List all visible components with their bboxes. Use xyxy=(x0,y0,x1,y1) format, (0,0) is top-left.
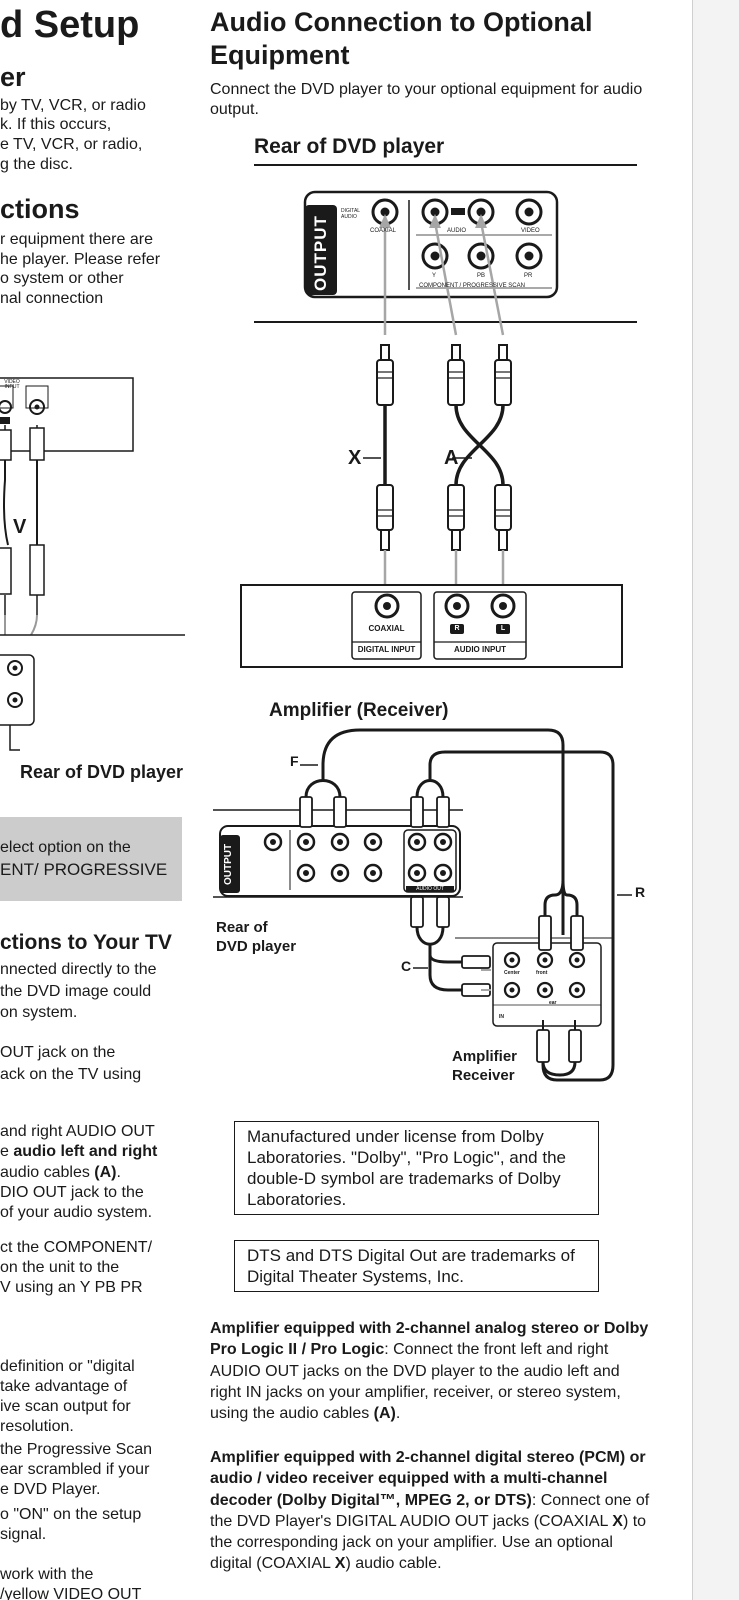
cable-label-r: R xyxy=(635,884,646,900)
left-sec2-line: he player. Please refer xyxy=(0,251,161,268)
r-jack-label: R xyxy=(454,625,460,632)
audio-out-label: AUDIO xyxy=(447,228,467,234)
digital-audio-label: DIGITAL AUDIO xyxy=(341,208,360,220)
left-note-line: ENT/ PROGRESSIVE xyxy=(0,860,168,879)
pb-jack-label: PB xyxy=(477,273,486,279)
left-para5-line: the Progressive Scan xyxy=(0,1441,153,1458)
left-para5-line: ear scrambled if your xyxy=(0,1461,150,1478)
cable-label-x: X xyxy=(348,447,362,469)
left-para1-line: OUT jack on the xyxy=(0,1044,116,1061)
dts-trademark-box: DTS and DTS Digital Out are trademarks o… xyxy=(234,1240,599,1292)
diagram2-graphic xyxy=(213,728,632,1082)
pr-jack-label: PR xyxy=(524,273,533,279)
left-sec1-line: by TV, VCR, or radio xyxy=(0,97,146,114)
left-para2-line: DIO OUT jack to the xyxy=(0,1184,144,1201)
diagram2-caption: Amplifier (Receiver) xyxy=(269,700,449,721)
left-label-v: V xyxy=(13,516,27,538)
left-sec3-line: the DVD image could xyxy=(0,983,152,1000)
left-para1-line: ack on the TV using xyxy=(0,1066,142,1083)
left-sec3-line: nnected directly to the xyxy=(0,961,157,978)
left-sec1-line: e TV, VCR, or radio, xyxy=(0,136,143,153)
left-para3-line: on the unit to the xyxy=(0,1259,120,1276)
section-intro: Connect the DVD player to your optional … xyxy=(210,81,643,118)
left-sec2-line: r equipment there are xyxy=(0,231,153,248)
left-heading-2: ctions xyxy=(0,194,80,224)
left-para6-line: o "ON" on the setup xyxy=(0,1506,142,1523)
left-para4-line: resolution. xyxy=(0,1418,74,1435)
diagram1-caption: Rear of DVD player xyxy=(254,135,445,158)
coaxial-input-label: COAXIAL xyxy=(368,624,405,633)
left-para6-line: signal. xyxy=(0,1526,47,1543)
component-scan-label: COMPONENT / PROGRESSIVE SCAN xyxy=(419,283,525,289)
left-sec2-line: nal connection xyxy=(0,290,104,307)
left-sec2-line: o system or other xyxy=(0,270,124,287)
cable-label-c: C xyxy=(401,958,412,974)
left-heading-3: ctions to Your TV xyxy=(0,931,172,954)
left-para4-line: take advantage of xyxy=(0,1378,128,1395)
section-heading: Audio Connection to Optional Equipment xyxy=(210,7,593,70)
video-out-label: VIDEO xyxy=(521,228,540,234)
left-sec3-line: on system. xyxy=(0,1004,78,1021)
coaxial-out-label: COAXIAL xyxy=(370,228,397,234)
dolby-trademark-box: Manufactured under license from Dolby La… xyxy=(234,1121,599,1215)
paragraph-digital-amplifier: Amplifier equipped with 2-channel digita… xyxy=(210,1449,650,1573)
diagram1-graphic xyxy=(240,164,637,668)
left-para7-line: work with the xyxy=(0,1566,94,1583)
left-para3-line: V using an Y PB PR xyxy=(0,1279,143,1296)
output-panel-label-2: OUTPUT xyxy=(223,843,234,885)
left-sec1-line: g the disc. xyxy=(0,156,73,173)
left-para2-line: e audio left and right xyxy=(0,1143,158,1160)
left-note-box: elect option on the ENT/ PROGRESSIVE xyxy=(0,817,182,901)
left-para2-line: audio cables (A). xyxy=(0,1164,121,1181)
left-sec1-line: k. If this occurs, xyxy=(0,116,112,133)
audio-out-label-2: AUDIO OUT xyxy=(416,886,444,892)
rear-jack-label: ear xyxy=(549,1000,557,1006)
left-para5-line: e DVD Player. xyxy=(0,1481,101,1498)
left-title: d Setup xyxy=(0,4,140,46)
y-jack-label: Y xyxy=(432,273,437,279)
left-note-line: elect option on the xyxy=(0,839,131,856)
left-para2-line: of your audio system. xyxy=(0,1204,153,1221)
cable-label-a: A xyxy=(444,447,459,469)
cable-label-f: F xyxy=(290,753,299,769)
page-edge-strip xyxy=(692,0,739,1600)
left-para2-line: and right AUDIO OUT xyxy=(0,1123,155,1140)
left-para3-line: ct the COMPONENT/ xyxy=(0,1239,153,1256)
paragraph-analog-amplifier: Amplifier equipped with 2-channel analog… xyxy=(210,1320,649,1423)
digital-input-label: DIGITAL INPUT xyxy=(357,645,416,654)
left-para4-line: ive scan output for xyxy=(0,1398,131,1415)
left-para4-line: definition or "digital xyxy=(0,1358,135,1375)
left-column: d Setup er by TV, VCR, or radio k. If th… xyxy=(0,0,200,1600)
left-connection-diagram xyxy=(0,377,185,751)
left-heading-1: er xyxy=(0,62,26,92)
center-jack-label: Center xyxy=(504,970,520,976)
left-rear-caption: Rear of DVD player xyxy=(20,762,184,782)
left-video-input-label: VIDEO INPUT xyxy=(4,379,20,390)
left-para7-line: /yellow VIDEO OUT xyxy=(0,1586,142,1600)
audio-input-label: AUDIO INPUT xyxy=(454,645,506,654)
front-jack-label: front xyxy=(536,970,548,976)
l-jack-label: L xyxy=(500,625,506,632)
in-label: IN xyxy=(499,1014,504,1020)
